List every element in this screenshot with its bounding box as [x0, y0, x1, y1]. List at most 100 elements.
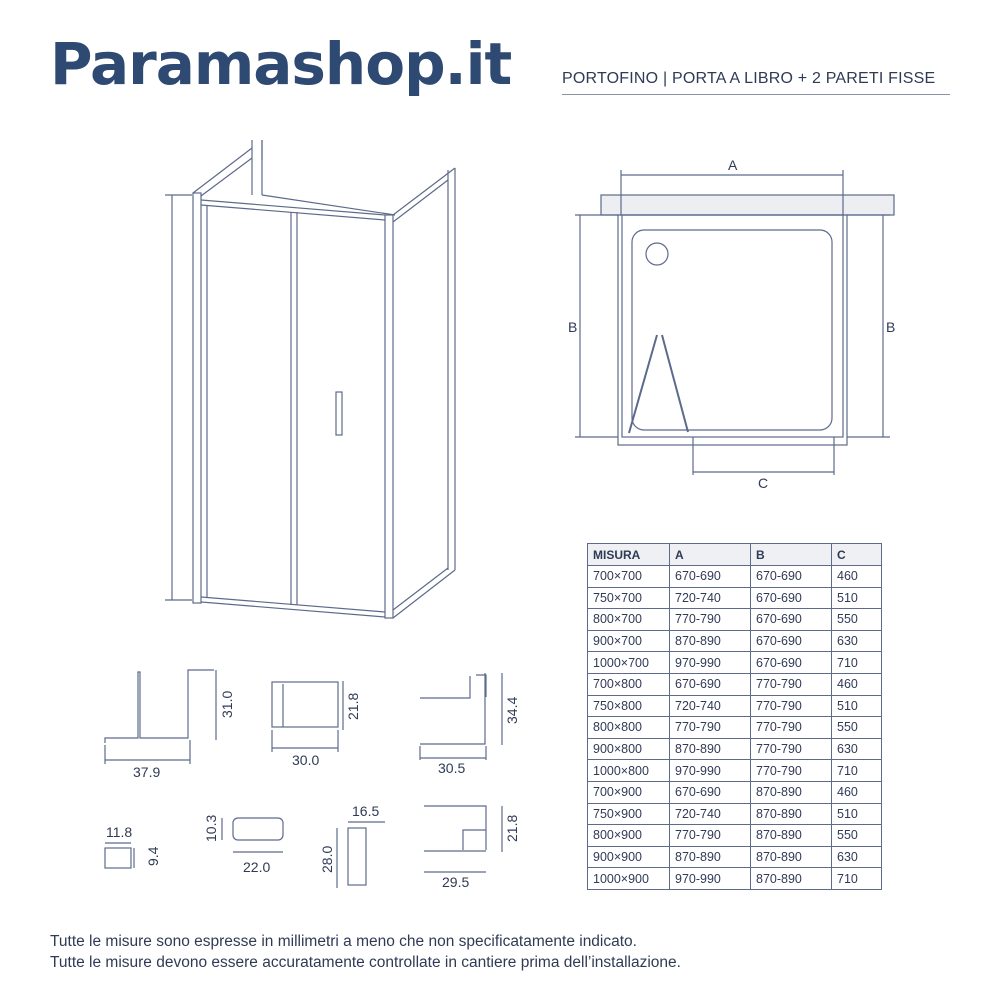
table-cell: 670-690	[669, 672, 751, 696]
table-cell: 750×700	[587, 586, 670, 610]
table-cell: 550	[831, 608, 882, 631]
table-cell: 870-890	[669, 629, 751, 653]
profile-1-width: 37.9	[133, 764, 160, 780]
column-header: B	[750, 543, 832, 566]
table-cell: 870-890	[669, 845, 751, 869]
table-cell: 550	[831, 824, 882, 847]
profile-4-width: 11.8	[106, 824, 132, 840]
column-header: A	[669, 543, 751, 566]
table-cell: 630	[831, 737, 882, 761]
table-cell: 510	[831, 694, 882, 718]
profile-7-width: 29.5	[442, 874, 469, 890]
table-cell: 1000×800	[587, 759, 670, 782]
table-cell: 770-790	[750, 716, 832, 739]
table-cell: 970-990	[669, 759, 751, 782]
table-cell: 720-740	[669, 802, 751, 826]
table-cell: 670-690	[669, 780, 751, 804]
table-cell: 720-740	[669, 694, 751, 718]
table-cell: 800×800	[587, 716, 670, 739]
brand-logo: Paramashop.it	[50, 30, 512, 98]
table-cell: 870-890	[750, 824, 832, 847]
column-header: MISURA	[587, 543, 670, 566]
table-cell: 870-890	[669, 737, 751, 761]
table-cell: 970-990	[669, 867, 751, 890]
table-cell: 770-790	[750, 694, 832, 718]
table-cell: 460	[831, 780, 882, 804]
label-c: C	[758, 475, 768, 491]
table-cell: 720-740	[669, 586, 751, 610]
column-header: C	[831, 543, 882, 566]
table-cell: 710	[831, 867, 882, 890]
table-cell: 710	[831, 651, 882, 674]
profile-3-height: 34.4	[504, 697, 520, 724]
table-cell: 900×700	[587, 629, 670, 653]
profile-3-width: 30.5	[438, 760, 465, 776]
table-cell: 800×700	[587, 608, 670, 631]
table-cell: 510	[831, 802, 882, 826]
table-cell: 670-690	[750, 629, 832, 653]
table-cell: 870-890	[750, 845, 832, 869]
profile-4-height: 9.4	[145, 846, 161, 866]
profile-5-height: 10.3	[203, 815, 219, 842]
table-cell: 630	[831, 845, 882, 869]
table-cell: 670-690	[750, 608, 832, 631]
table-cell: 770-790	[750, 672, 832, 696]
table-cell: 750×900	[587, 802, 670, 826]
table-cell: 670-690	[669, 565, 751, 588]
table-cell: 750×800	[587, 694, 670, 718]
label-b-left: B	[568, 319, 577, 335]
plan-view-drawing	[575, 170, 895, 475]
table-cell: 630	[831, 629, 882, 653]
shower-perspective-drawing	[165, 140, 456, 619]
profile-6-width: 16.5	[352, 803, 379, 819]
table-cell: 870-890	[750, 867, 832, 890]
note-line-2: Tutte le misure devono essere accuratame…	[50, 954, 681, 971]
table-cell: 710	[831, 759, 882, 782]
profile-6-height: 28.0	[319, 846, 335, 873]
label-b-right: B	[886, 319, 895, 335]
note-line-1: Tutte le misure sono espresse in millime…	[50, 933, 637, 950]
table-cell: 670-690	[750, 586, 832, 610]
table-cell: 900×900	[587, 845, 670, 869]
table-cell: 460	[831, 565, 882, 588]
table-cell: 770-790	[669, 608, 751, 631]
table-cell: 670-690	[750, 565, 832, 588]
profile-2-height: 21.8	[345, 693, 361, 720]
table-cell: 510	[831, 586, 882, 610]
label-a: A	[728, 157, 738, 173]
profile-2-width: 30.0	[292, 752, 319, 768]
table-cell: 900×800	[587, 737, 670, 761]
profile-7-height: 21.8	[504, 815, 520, 842]
table-cell: 1000×900	[587, 867, 670, 890]
table-cell: 700×800	[587, 672, 670, 696]
table-cell: 870-890	[750, 802, 832, 826]
table-cell: 460	[831, 672, 882, 696]
table-cell: 800×900	[587, 824, 670, 847]
profile-5-width: 22.0	[243, 859, 270, 875]
table-cell: 1000×700	[587, 651, 670, 674]
table-cell: 550	[831, 716, 882, 739]
table-cell: 700×900	[587, 780, 670, 804]
profile-1-height: 31.0	[219, 691, 235, 718]
table-cell: 670-690	[750, 651, 832, 674]
profile-sections	[104, 669, 503, 888]
product-subtitle: PORTOFINO | PORTA A LIBRO + 2 PARETI FIS…	[562, 70, 950, 95]
table-cell: 770-790	[669, 824, 751, 847]
table-cell: 700×700	[587, 565, 670, 588]
